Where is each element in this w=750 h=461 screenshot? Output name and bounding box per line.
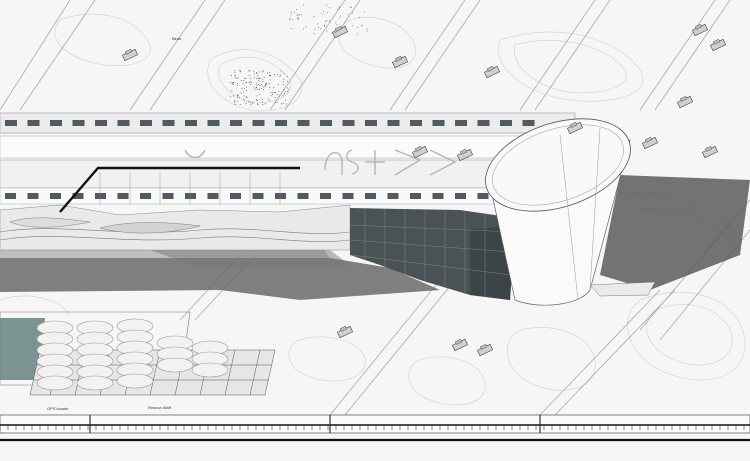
window [387, 193, 399, 199]
window [342, 193, 354, 199]
tank-icon [331, 25, 349, 39]
roof-frame [59, 166, 300, 213]
top-marker-label: Birds [172, 36, 181, 41]
window [162, 120, 175, 126]
roof-detail-lines [99, 172, 281, 205]
rescue-airlift-label: Rescue Airlift [148, 405, 172, 410]
window [185, 193, 196, 199]
window-strip-lower [5, 193, 489, 199]
window [320, 193, 331, 199]
pillow-stacks [36, 318, 229, 391]
pillow-module [156, 357, 194, 373]
window [5, 193, 16, 199]
window [275, 193, 286, 199]
tank-icon [476, 343, 494, 357]
window [410, 120, 422, 126]
window [477, 120, 490, 126]
window [252, 193, 264, 199]
cylindrical-tower [485, 118, 656, 306]
window [27, 193, 39, 199]
window [297, 193, 309, 199]
window [252, 120, 265, 126]
helicopter-icon [566, 121, 584, 135]
tank-icon [701, 145, 719, 159]
tank-icon [121, 48, 139, 62]
window [140, 193, 151, 199]
window [140, 120, 152, 126]
helicopter-icon [391, 55, 409, 69]
bottom-rail [0, 414, 750, 442]
glass-facade [349, 208, 516, 300]
pillow-module [76, 375, 114, 391]
window [365, 120, 377, 126]
bird-dots [229, 4, 368, 106]
window [117, 193, 129, 199]
window [72, 120, 85, 126]
truck-icon [641, 136, 659, 150]
window [455, 120, 467, 126]
truck-icon [691, 23, 709, 37]
window [432, 120, 445, 126]
tank-icon [676, 95, 694, 109]
window [162, 193, 174, 199]
window [207, 120, 220, 126]
window [432, 193, 444, 199]
window [297, 120, 310, 126]
window [477, 193, 489, 199]
tank-icon [336, 325, 354, 339]
tank-icon [709, 38, 727, 52]
window [230, 193, 241, 199]
window [365, 193, 376, 199]
tank-icon [483, 65, 501, 79]
window [410, 193, 421, 199]
pillow-module [191, 362, 229, 378]
vehicles [121, 23, 727, 357]
window [185, 120, 197, 126]
pillow-module [36, 375, 74, 391]
window [5, 120, 17, 126]
building-shadows [0, 175, 750, 300]
window [27, 120, 40, 126]
tank-icon [451, 338, 469, 352]
aircraft-icon [411, 145, 429, 159]
terminal-building [0, 204, 351, 251]
gps-locator-label: GPS locator [47, 406, 69, 411]
window [522, 120, 535, 126]
window [72, 193, 84, 199]
window [207, 193, 219, 199]
pillow-module [116, 373, 154, 389]
runway-markings [184, 149, 457, 176]
aircraft-icon [456, 148, 474, 162]
window [95, 120, 107, 126]
window [387, 120, 400, 126]
window [275, 120, 287, 126]
window [342, 120, 355, 126]
window [500, 120, 512, 126]
window [320, 120, 332, 126]
window [230, 120, 242, 126]
window-strip-upper [5, 120, 535, 126]
window [117, 120, 130, 126]
window [455, 193, 466, 199]
window [50, 193, 61, 199]
window [50, 120, 62, 126]
window [95, 193, 106, 199]
